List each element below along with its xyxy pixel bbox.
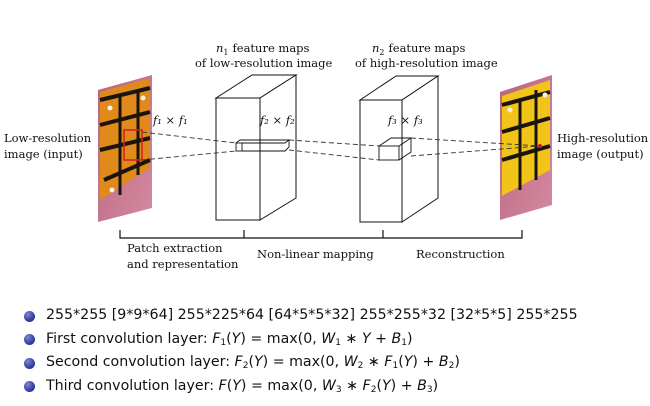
bullet-shapes-text: 255*255 [9*9*64] 255*225*64 [64*5*5*32] … xyxy=(46,307,578,323)
f2-label: f₂ × f₂ xyxy=(259,113,295,127)
n1-symbol: n xyxy=(216,41,223,55)
equation-layer1: F1(Y) = max(0, W1 ∗ Y + B1) xyxy=(212,330,413,348)
bullet-layer1-prefix: First convolution layer: xyxy=(46,330,208,347)
filter-cube-1 xyxy=(235,139,290,152)
output-label-line2: image (output) xyxy=(557,147,644,161)
bullet-shapes: 255*255 [9*9*64] 255*225*64 [64*5*5*32] … xyxy=(24,304,578,328)
projection-lines xyxy=(141,131,541,161)
output-label-line1: High-resolution xyxy=(557,131,649,145)
n1-label-line2: of low-resolution image xyxy=(195,56,332,70)
n2-caption: feature maps xyxy=(389,41,466,55)
n1-caption: feature maps xyxy=(233,41,310,55)
n2-sub: 2 xyxy=(379,48,384,57)
stage2-label: Non-linear mapping xyxy=(257,247,374,261)
n2-symbol: n xyxy=(372,41,379,55)
bullet-layer3: Third convolution layer: F(Y) = max(0, W… xyxy=(24,375,578,399)
stage1-label-line2: and representation xyxy=(127,257,239,271)
bullet-dot-icon xyxy=(24,357,35,369)
bullet-dot-icon xyxy=(24,381,35,392)
stage-brackets xyxy=(119,230,523,239)
f3-label: f₃ × f₃ xyxy=(387,113,423,127)
bullet-dot-icon xyxy=(24,334,35,345)
bullet-dot-icon xyxy=(24,310,35,322)
n2-label-line1: n2 feature maps xyxy=(372,41,466,57)
n2-label-line2: of high-resolution image xyxy=(355,56,498,70)
bullet-layer2-prefix: Second convolution layer: xyxy=(46,354,231,370)
stage3-label: Reconstruction xyxy=(416,247,505,261)
bullet-layer1: First convolution layer: F1(Y) = max(0, … xyxy=(24,328,578,352)
f1-label: f₁ × f₁ xyxy=(152,113,188,127)
stage1-label-line1: Patch extraction xyxy=(127,241,223,255)
bullet-layer2: Second convolution layer: F2(Y) = max(0,… xyxy=(24,351,578,375)
filter-cube-2 xyxy=(378,137,413,161)
input-patch xyxy=(123,129,143,161)
feature-block-1 xyxy=(214,74,298,221)
equation-layer2: F2(Y) = max(0, W2 ∗ F1(Y) + B2) xyxy=(234,354,460,371)
equation-layer3: F(Y) = max(0, W3 ∗ F2(Y) + B3) xyxy=(218,377,439,395)
input-label-line2: image (input) xyxy=(4,147,83,161)
bullet-list: 255*255 [9*9*64] 255*225*64 [64*5*5*32] … xyxy=(24,304,578,398)
feature-block-2 xyxy=(358,75,440,223)
n1-label-line1: n1 feature maps xyxy=(216,41,310,57)
bullet-layer3-prefix: Third convolution layer: xyxy=(46,377,214,394)
input-image xyxy=(98,75,152,222)
input-label-line1: Low-resolution xyxy=(4,131,92,145)
srcnn-diagram: Low-resolution image (input) High-resolu… xyxy=(4,41,649,271)
n1-sub: 1 xyxy=(223,48,228,57)
